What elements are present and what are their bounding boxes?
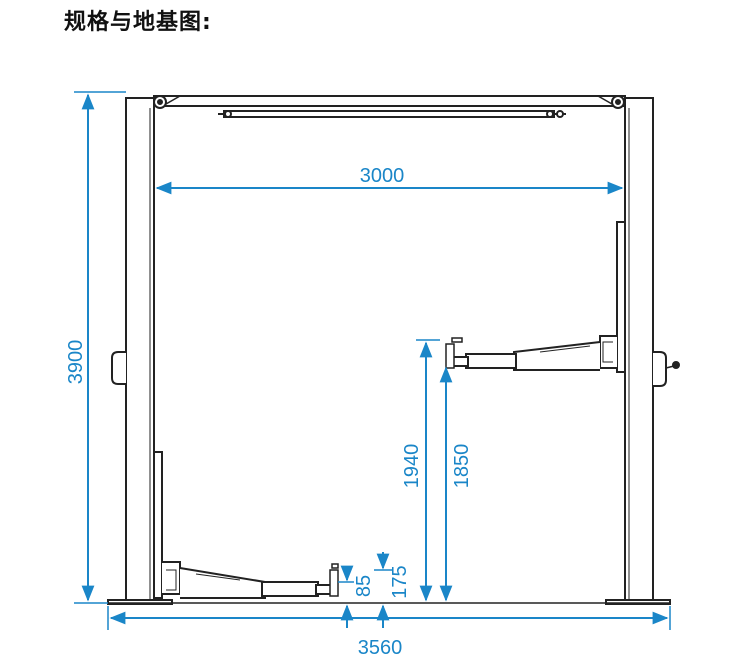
left-power-unit: [111, 351, 126, 385]
label-arm-low-height: 85: [353, 575, 375, 597]
right-motor: [653, 351, 667, 387]
label-max-lift-height: 1940: [401, 444, 423, 489]
left-column: [125, 97, 155, 601]
label-inner-width: 3000: [360, 165, 405, 187]
page-title: 规格与地基图:: [64, 10, 212, 35]
top-crossbeam: [153, 95, 626, 107]
label-base-width: 3560: [358, 637, 403, 659]
left-lift-arm: [179, 563, 339, 599]
label-lift-height: 1850: [451, 444, 473, 489]
right-carriage: [616, 221, 626, 373]
label-total-height: 3900: [65, 340, 87, 385]
left-carriage: [153, 451, 163, 599]
label-min-height: 175: [389, 565, 411, 598]
dimensions: [74, 91, 671, 630]
overhead-switch-bar: [223, 110, 555, 118]
left-base-plate: [107, 599, 173, 605]
right-lift-arm: [445, 337, 601, 371]
lift-structure: [107, 95, 680, 605]
right-base-plate: [605, 599, 671, 605]
